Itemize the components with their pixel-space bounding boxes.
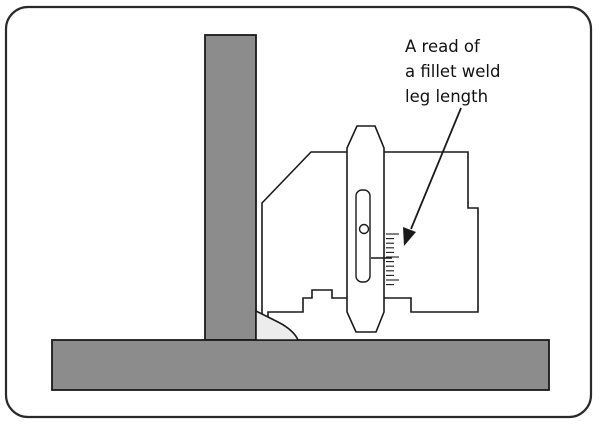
leader-arrow bbox=[403, 107, 462, 246]
measurement-scale bbox=[386, 233, 399, 286]
gauge-slot bbox=[355, 189, 371, 283]
vertical-plate bbox=[204, 34, 257, 341]
base-plate bbox=[51, 339, 550, 391]
fillet-weld-bead bbox=[255, 309, 300, 341]
annotation-line-3: leg length bbox=[405, 87, 488, 106]
annotation-line-1: A read of bbox=[405, 37, 481, 56]
arrow-head-icon bbox=[403, 227, 416, 246]
annotation-line-2: a fillet weld bbox=[405, 62, 501, 81]
lock-screw bbox=[358, 223, 370, 235]
